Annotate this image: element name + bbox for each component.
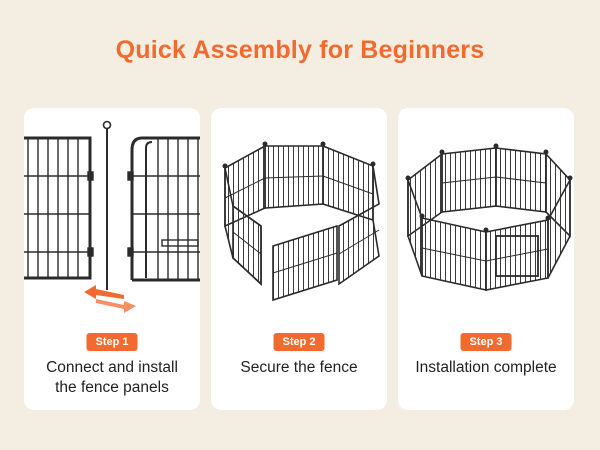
step-caption: Secure the fence (211, 358, 387, 378)
step-badge: Step 2 (273, 333, 325, 351)
step-card-2: Step 2 Secure the fence (211, 108, 387, 410)
step-caption: Connect and install the fence panels (24, 358, 200, 398)
step-caption: Installation complete (398, 358, 574, 378)
step-caption-line: Connect and install (46, 359, 178, 376)
step-caption-line: the fence panels (55, 379, 169, 396)
open-fence-icon (222, 141, 380, 302)
step-badge: Step 1 (86, 333, 138, 351)
step-caption-line: Secure the fence (240, 359, 358, 376)
step-card-3: Step 3 Installation complete (398, 108, 574, 410)
page-title: Quick Assembly for Beginners (115, 36, 485, 64)
closed-fence-icon (405, 143, 573, 291)
step-badge: Step 3 (460, 333, 512, 351)
step-caption-line: Installation complete (415, 359, 557, 376)
panel-connection-icon (24, 120, 200, 313)
step-card-1: Step 1 Connect and install the fence pan… (24, 108, 200, 410)
